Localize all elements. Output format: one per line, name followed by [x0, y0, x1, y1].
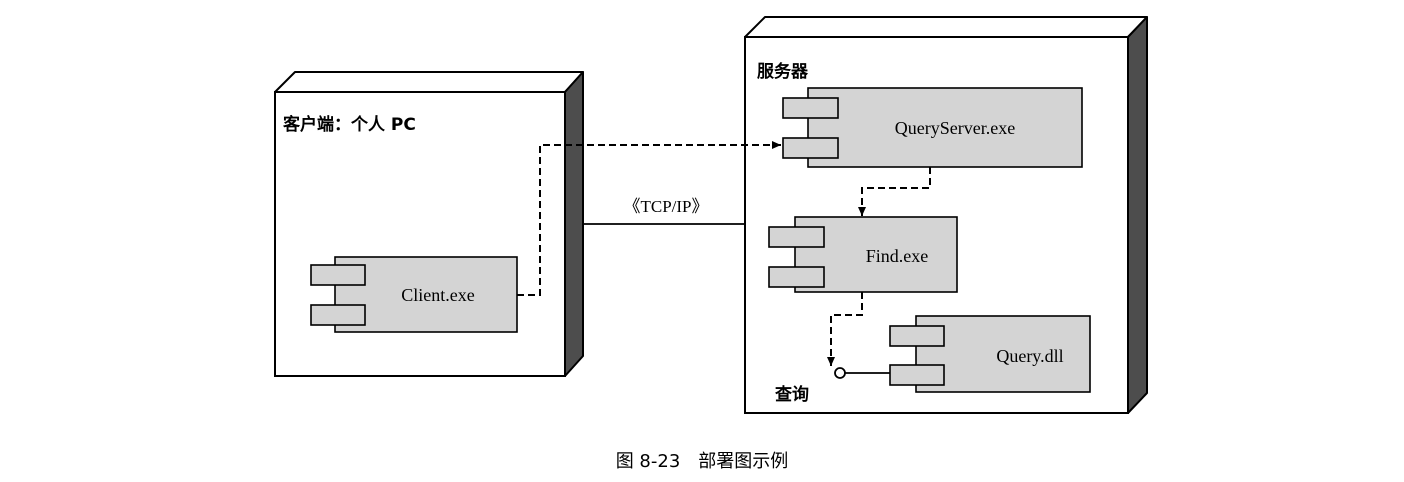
client-node-label: 客户端：个人 PC [282, 114, 416, 135]
component-label: QueryServer.exe [895, 118, 1015, 138]
dependency-client-to-queryserver [517, 141, 781, 296]
server-node: 服务器 QueryServer.exe Find.exe Query.dll 查… [744, 16, 1148, 414]
interface-circle [834, 367, 846, 379]
server-node-label: 服务器 [757, 61, 809, 82]
component-label: Find.exe [866, 246, 929, 266]
client-node-top-face [274, 71, 584, 93]
component-query-dll: Query.dll [889, 315, 1091, 393]
component-query-server: QueryServer.exe [782, 87, 1083, 168]
dependency-queryserver-to-find [858, 167, 931, 216]
component-tab-bottom [768, 266, 825, 288]
server-node-side-face [1127, 16, 1148, 414]
component-tab-bottom [889, 364, 945, 386]
component-body [915, 315, 1091, 393]
server-node-top-face [744, 16, 1148, 38]
component-tab-top [310, 264, 366, 286]
component-label: Client.exe [401, 285, 474, 305]
connection-label: 《TCP/IP》 [623, 197, 708, 216]
interface-label: 查询 [774, 384, 809, 405]
client-node-side-face [564, 71, 584, 377]
component-tab-top [768, 226, 825, 248]
component-tab-bottom [310, 304, 366, 326]
component-tab-bottom [782, 137, 839, 159]
component-body [807, 87, 1083, 168]
component-label: Query.dll [996, 346, 1063, 366]
component-find: Find.exe [768, 216, 958, 293]
component-tab-top [782, 97, 839, 119]
component-client-exe: Client.exe [310, 256, 518, 333]
client-node: 客户端：个人 PC Client.exe [274, 71, 584, 377]
dependency-find-to-interface [827, 292, 863, 366]
figure-caption: 图 8-23 部署图示例 [616, 451, 789, 472]
component-tab-top [889, 325, 945, 347]
